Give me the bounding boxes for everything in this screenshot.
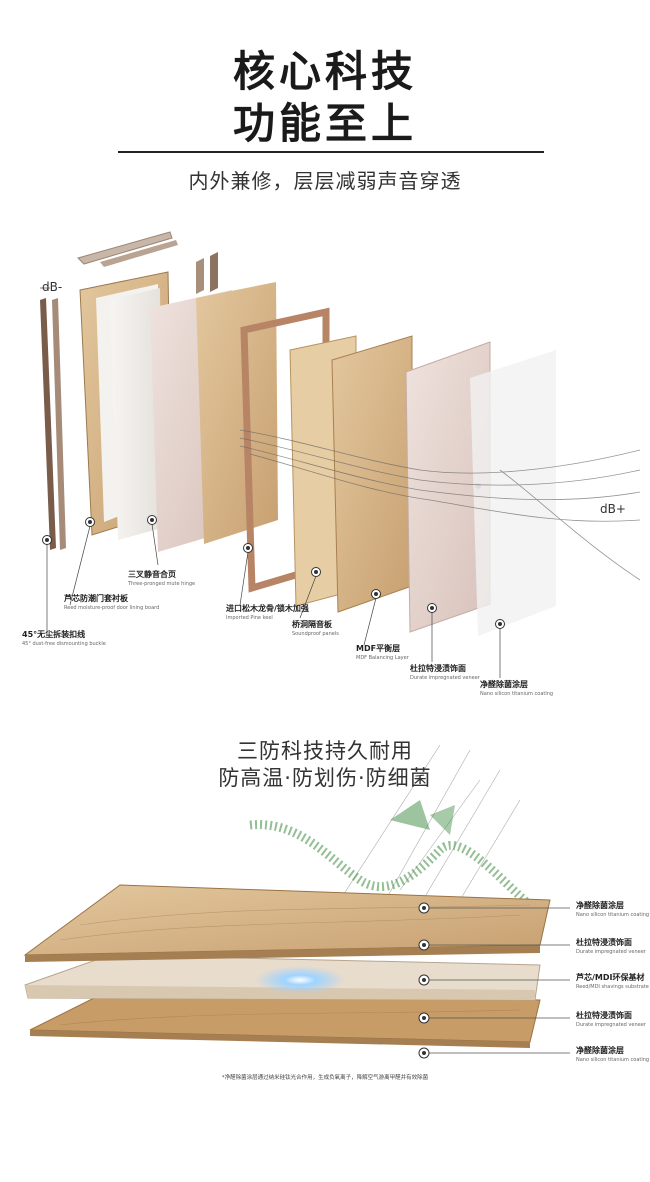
wood-panel [196,282,278,544]
board-top-layer [23,884,551,956]
trim-strip-1 [40,298,56,550]
leader-lines [40,287,501,678]
trim-strip-2 [52,298,66,550]
db-minus-label: dB- [42,280,63,294]
page-subtitle: 内外兼修，层层减弱声音穿透 [188,169,462,193]
mdf-panel [331,335,413,613]
page-title-line2: 功能至上 [232,99,417,148]
glow-spot [255,966,345,994]
page-title-line1: 核心科技 [232,47,417,96]
dot-markers [42,515,505,629]
white-panel [110,288,162,540]
title-divider [118,151,544,153]
db-plus-label: dB+ [600,502,626,516]
board-heading-1: 三防科技持久耐用 [237,739,413,763]
board-dot-markers [418,902,430,1059]
board-leader-lines [426,907,570,1054]
sound-wave-lines [239,429,641,581]
board-heading-2: 防高温·防划伤·防细菌 [218,766,432,790]
footnote: *净醛除菌涂层通过纳米硅钛光合作用，生成负氧离子，降解空气游离甲醛并有效除菌 [221,1075,429,1081]
coating-panel [470,350,556,636]
top-trim [77,231,173,265]
top-trim-2 [100,240,178,267]
hinge-strips [196,258,204,294]
